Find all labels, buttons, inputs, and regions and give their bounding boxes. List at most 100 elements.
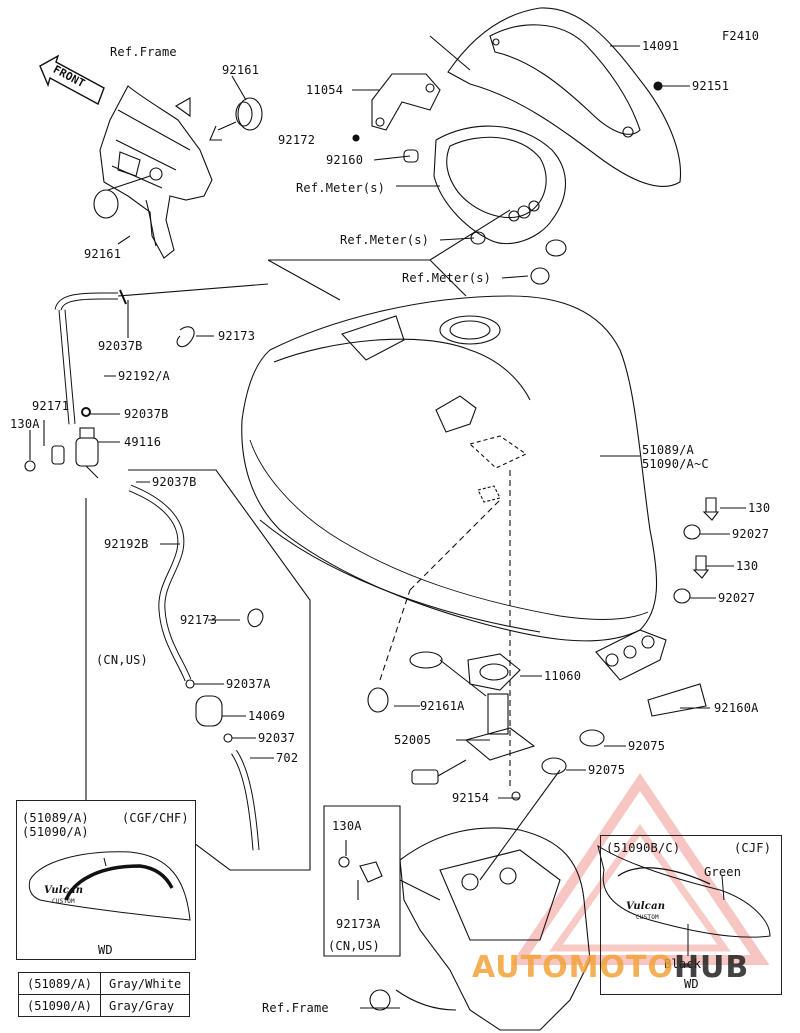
inset-right-green: Green bbox=[704, 865, 742, 879]
inset-box-130A-outline bbox=[323, 805, 401, 957]
callout-cn-us-2: (CN,US) bbox=[328, 939, 380, 953]
callout-92161-top: 92161 bbox=[222, 63, 260, 77]
callout-cn-us-1: (CN,US) bbox=[96, 653, 148, 667]
callout-130A-box: 130A bbox=[332, 819, 362, 833]
frame-lower-part bbox=[360, 827, 591, 1031]
callout-14091: 14091 bbox=[642, 39, 680, 53]
callout-ref-frame-bottom: Ref.Frame bbox=[262, 1001, 329, 1015]
table-cell-color: Gray/Gray bbox=[100, 994, 191, 1017]
grommet-92161A bbox=[367, 687, 389, 713]
callout-92151: 92151 bbox=[692, 79, 730, 93]
inset-right-logo-sub: CUSTOM bbox=[636, 914, 659, 921]
clip-92173A bbox=[338, 856, 383, 883]
callout-92192A: 92192/A bbox=[118, 369, 170, 383]
callout-92027-2: 92027 bbox=[718, 591, 756, 605]
callout-92037A: 92037A bbox=[226, 677, 271, 691]
bolt-130A-left bbox=[24, 460, 36, 472]
callout-130A-left: 130A bbox=[10, 417, 40, 431]
rubber-cap-92161-bottom bbox=[93, 175, 151, 219]
clamp-92173-b bbox=[247, 608, 264, 628]
callout-92037B-2: 92037B bbox=[124, 407, 169, 421]
callout-52005: 52005 bbox=[394, 733, 432, 747]
callout-ref-frame-top: Ref.Frame bbox=[110, 45, 177, 59]
callout-92075-2: 92075 bbox=[588, 763, 626, 777]
callout-92075-1: 92075 bbox=[628, 739, 666, 753]
pad-92160A bbox=[647, 683, 707, 717]
callout-702: 702 bbox=[276, 751, 299, 765]
frame-bracket-part bbox=[99, 85, 213, 259]
callout-11060: 11060 bbox=[544, 669, 582, 683]
callout-14069: 14069 bbox=[248, 709, 286, 723]
hose-92192B bbox=[128, 484, 260, 851]
callout-92161A: 92161A bbox=[420, 699, 465, 713]
bracket-92171 bbox=[51, 445, 65, 465]
inset-left-line2: (51090/A) bbox=[22, 825, 89, 839]
table-row: (51089/A) Gray/White bbox=[17, 972, 191, 995]
grommet-ref-meter-a bbox=[545, 239, 567, 257]
grommet-ref-meter-c bbox=[530, 267, 550, 285]
callout-92173A: 92173A bbox=[336, 917, 381, 931]
meter-cover-14091 bbox=[447, 7, 682, 187]
bolts-130-92027 bbox=[673, 497, 720, 604]
watermark-part1: AUTOMOTO bbox=[472, 950, 674, 985]
assembly-line-lower bbox=[479, 769, 561, 881]
inset-right-variant: (CJF) bbox=[734, 841, 772, 855]
inset-left-line1: (51089/A) bbox=[22, 811, 89, 825]
rubber-cap-92161-top bbox=[209, 97, 263, 141]
callout-92173-1: 92173 bbox=[218, 329, 256, 343]
callout-92037B-1: 92037B bbox=[98, 339, 143, 353]
inset-left-logo: Vulcan bbox=[44, 885, 84, 896]
fuel-tank-51089 bbox=[241, 295, 658, 642]
figure-code: F2410 bbox=[722, 29, 760, 43]
inset-right-black: Black bbox=[664, 957, 702, 971]
clamp-92173-a bbox=[176, 326, 195, 348]
inset-right-line1: (51090B/C) bbox=[606, 841, 681, 855]
inset-right-caption: WD bbox=[684, 977, 699, 991]
callout-ref-meter-2: Ref.Meter(s) bbox=[340, 233, 430, 247]
assembly-line-dashed bbox=[379, 470, 511, 790]
callout-130-1: 130 bbox=[748, 501, 771, 515]
inset-left-variant: (CGF/CHF) bbox=[122, 811, 189, 825]
rear-mount-bracket bbox=[595, 629, 667, 681]
bracket-11054 bbox=[371, 73, 441, 131]
inset-left-caption: WD bbox=[98, 943, 113, 957]
callout-130-2: 130 bbox=[736, 559, 759, 573]
watermark-part2: HUB bbox=[673, 950, 750, 985]
hose-92192A bbox=[54, 283, 269, 425]
table-row: (51090/A) Gray/Gray bbox=[17, 994, 191, 1017]
table-cell-color: Gray/White bbox=[100, 972, 191, 995]
callout-49116: 49116 bbox=[124, 435, 162, 449]
callout-92160A: 92160A bbox=[714, 701, 759, 715]
callout-51090A: 51090/A~C bbox=[642, 457, 709, 471]
table-cell-part: (51090/A) bbox=[17, 994, 102, 1017]
bolt-92172 bbox=[352, 134, 360, 142]
callout-92154: 92154 bbox=[452, 791, 490, 805]
callout-92171: 92171 bbox=[32, 399, 70, 413]
callout-ref-meter-3: Ref.Meter(s) bbox=[402, 271, 492, 285]
front-arrow-icon bbox=[39, 54, 105, 105]
inset-tank-cjf bbox=[600, 835, 782, 995]
valve-49116 bbox=[75, 407, 99, 479]
damper-92075-b bbox=[541, 757, 567, 775]
callout-92172: 92172 bbox=[278, 133, 316, 147]
table-cell-part: (51089/A) bbox=[17, 972, 102, 995]
callout-92192B: 92192B bbox=[104, 537, 149, 551]
callout-92161-bottom: 92161 bbox=[84, 247, 122, 261]
assembly-line-top bbox=[267, 209, 511, 301]
inset-right-logo: Vulcan bbox=[626, 901, 666, 912]
callout-92027-1: 92027 bbox=[732, 527, 770, 541]
clamp-92037B-a bbox=[119, 289, 127, 305]
meter-assembly bbox=[403, 125, 567, 245]
callout-92173-2: 92173 bbox=[180, 613, 218, 627]
inset-left-logo-sub: CUSTOM bbox=[52, 898, 75, 905]
color-table: (51089/A) Gray/White (51090/A) Gray/Gray bbox=[17, 972, 191, 1017]
damper-92075-a bbox=[579, 729, 605, 747]
fuel-pump-52005 bbox=[409, 651, 536, 801]
callout-92037: 92037 bbox=[258, 731, 296, 745]
callout-51089A: 51089/A bbox=[642, 443, 694, 457]
callout-11054: 11054 bbox=[306, 83, 344, 97]
